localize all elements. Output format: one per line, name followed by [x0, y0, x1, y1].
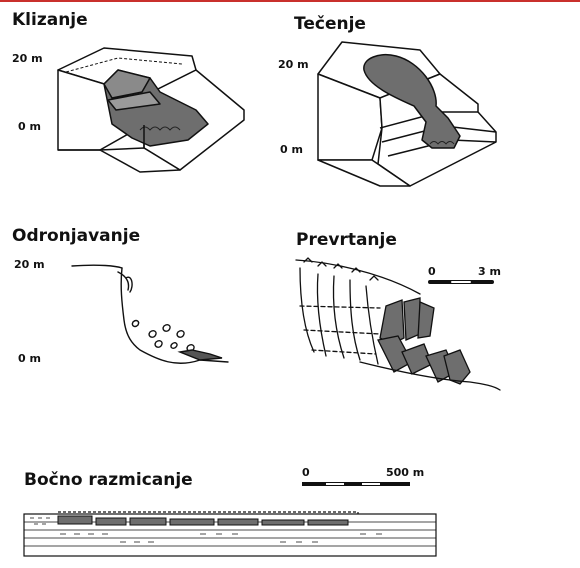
klizanje-diagram	[58, 48, 244, 172]
odronjavanje-diagram	[72, 265, 228, 363]
bocno-razmicanje-diagram	[24, 484, 436, 556]
tecenje-diagram	[318, 42, 496, 186]
prevrtanje-diagram	[296, 258, 500, 390]
